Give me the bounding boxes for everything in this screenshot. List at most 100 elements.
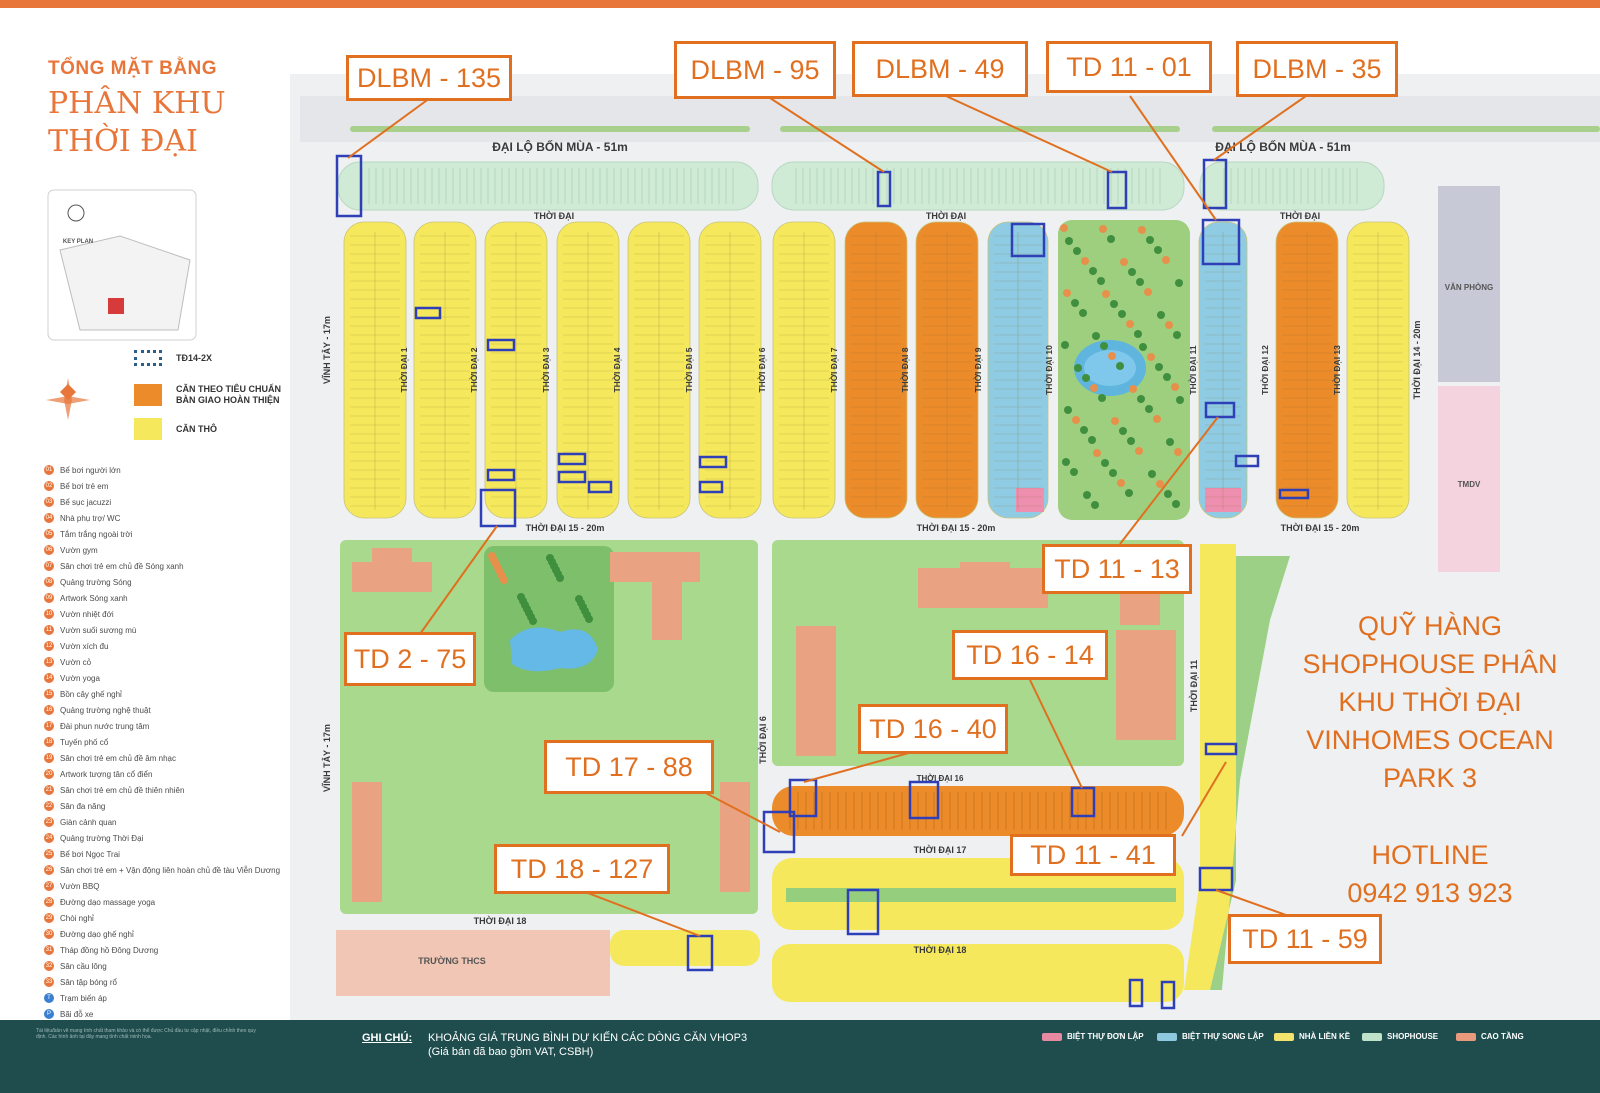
- highrise-footprint: [652, 560, 682, 640]
- amenity-number: 06: [44, 545, 54, 555]
- tree: [1166, 438, 1174, 446]
- tree: [1139, 343, 1147, 351]
- unit-marker: [414, 306, 442, 320]
- unit-tag-dlbm135[interactable]: DLBM - 135: [346, 55, 512, 101]
- townhouse-block: [698, 221, 762, 519]
- offer-line-4: VINHOMES OCEAN: [1306, 725, 1554, 755]
- tree: [1060, 224, 1068, 232]
- unit-tag-td275[interactable]: TD 2 - 75: [344, 632, 476, 686]
- callout-line: [1129, 95, 1217, 221]
- amenity-number: 15: [44, 689, 54, 699]
- tree: [500, 576, 508, 584]
- block-label: THỜI ĐẠI 8: [899, 347, 910, 392]
- unit-tag-dlbm35[interactable]: DLBM - 35: [1236, 41, 1398, 97]
- footer-legend-label: CAO TẦNG: [1481, 1032, 1524, 1041]
- unit-tag-td1640[interactable]: TD 16 - 40: [858, 704, 1008, 754]
- footer-legend-item: NHÀ LIỀN KỀ: [1274, 1032, 1350, 1041]
- footer-legend-label: BIỆT THỰ SONG LẬP: [1182, 1032, 1264, 1041]
- road-label: THỜI ĐẠI 18: [914, 944, 967, 955]
- tree: [1165, 321, 1173, 329]
- key-plan-highlight: [108, 298, 124, 314]
- tree: [1090, 384, 1098, 392]
- amenity-label: Bể bơi trẻ em: [60, 481, 109, 491]
- amenity-number: 27: [44, 881, 54, 891]
- footer-note-line2: (Giá bán đã bao gồm VAT, CSBH): [428, 1046, 594, 1058]
- boulevard-median: [350, 126, 750, 132]
- unit-tag-td1788[interactable]: TD 17 - 88: [544, 740, 714, 794]
- amenity-item: 06 Vườn gym: [44, 542, 314, 558]
- tree: [1091, 501, 1099, 509]
- tree: [1064, 406, 1072, 414]
- amenity-number: 23: [44, 817, 54, 827]
- tree: [1107, 235, 1115, 243]
- amenity-label: Bãi đỗ xe: [60, 1009, 94, 1019]
- unit-tag-td1141[interactable]: TD 11 - 41: [1010, 834, 1176, 876]
- unit-marker: [762, 810, 796, 854]
- road-label: THỜI ĐẠI: [926, 210, 966, 221]
- highrise-footprint: [372, 548, 412, 568]
- amenity-number: 07: [44, 561, 54, 571]
- tree: [1136, 278, 1144, 286]
- amenity-item: P Bãi đỗ xe: [44, 1006, 314, 1022]
- amenity-number: 19: [44, 753, 54, 763]
- footer-legend-swatch: [1157, 1032, 1177, 1041]
- amenity-number: 13: [44, 657, 54, 667]
- legend-td14: TĐ14-2X: [134, 350, 212, 366]
- highrise-footprint: [720, 782, 750, 892]
- unit-tag-td1113[interactable]: TD 11 - 13: [1042, 544, 1192, 594]
- tree: [1089, 267, 1097, 275]
- offer-line-1: QUỸ HÀNG: [1357, 611, 1503, 641]
- tree: [1162, 256, 1170, 264]
- compass-small: [67, 204, 85, 222]
- amenity-number: P: [44, 1009, 54, 1019]
- callout-line: [1181, 761, 1227, 837]
- amenity-number: 25: [44, 849, 54, 859]
- boulevard-median: [780, 126, 1180, 132]
- block-label: THỜI ĐẠI 13: [1331, 345, 1342, 395]
- tree: [556, 574, 564, 582]
- tree: [1125, 489, 1133, 497]
- unit-marker: [1070, 786, 1096, 818]
- footer-legend-item: BIỆT THỰ ĐƠN LẬP: [1042, 1032, 1144, 1041]
- tree: [1155, 363, 1163, 371]
- unit-marker: [479, 488, 517, 528]
- footer-disclaimer: Tài liệu/bản vẽ mang tính chất tham khảo…: [36, 1028, 256, 1040]
- unit-tag-td18127[interactable]: TD 18 - 127: [494, 844, 670, 894]
- tree: [1061, 341, 1069, 349]
- amenity-label: Bồn cây ghế nghỉ: [60, 689, 122, 699]
- detached-villa: [1205, 488, 1241, 512]
- road-label: THỜI ĐẠI: [1280, 210, 1320, 221]
- school-lot: [336, 930, 610, 996]
- amenity-label: Sân chơi trẻ em chủ đề thiên nhiên: [60, 785, 185, 795]
- road-label: THỜI ĐẠI 15 - 20m: [1281, 522, 1360, 533]
- block-label: THỜI ĐẠI 1: [398, 347, 409, 392]
- road-label: THỜI ĐẠI 6: [757, 716, 768, 764]
- unit-tag-td1614[interactable]: TD 16 - 14: [952, 630, 1108, 680]
- unit-tag-dlbm49[interactable]: DLBM - 49: [852, 41, 1028, 97]
- unit-marker: [788, 778, 818, 818]
- tree: [1101, 459, 1109, 467]
- unit-tag-td1101[interactable]: TD 11 - 01: [1046, 41, 1212, 93]
- amenity-number: 20: [44, 769, 54, 779]
- unit-marker: [1278, 488, 1310, 500]
- offer-line-2: SHOPHOUSE PHÂN: [1302, 649, 1558, 679]
- hotline-number[interactable]: 0942 913 923: [1347, 878, 1513, 908]
- plan-subtitle-line2: THỜI ĐẠI: [48, 124, 198, 159]
- footer-legend-swatch: [1042, 1032, 1062, 1041]
- detached-villa: [1016, 488, 1044, 512]
- tree: [1102, 290, 1110, 298]
- amenity-number: 17: [44, 721, 54, 731]
- unit-tag-dlbm95[interactable]: DLBM - 95: [674, 41, 836, 99]
- amenity-label: Vườn gym: [60, 545, 98, 555]
- unit-tag-td1159[interactable]: TD 11 - 59: [1228, 914, 1382, 964]
- amenity-label: Trạm biến áp: [60, 993, 107, 1003]
- pool: [510, 627, 598, 672]
